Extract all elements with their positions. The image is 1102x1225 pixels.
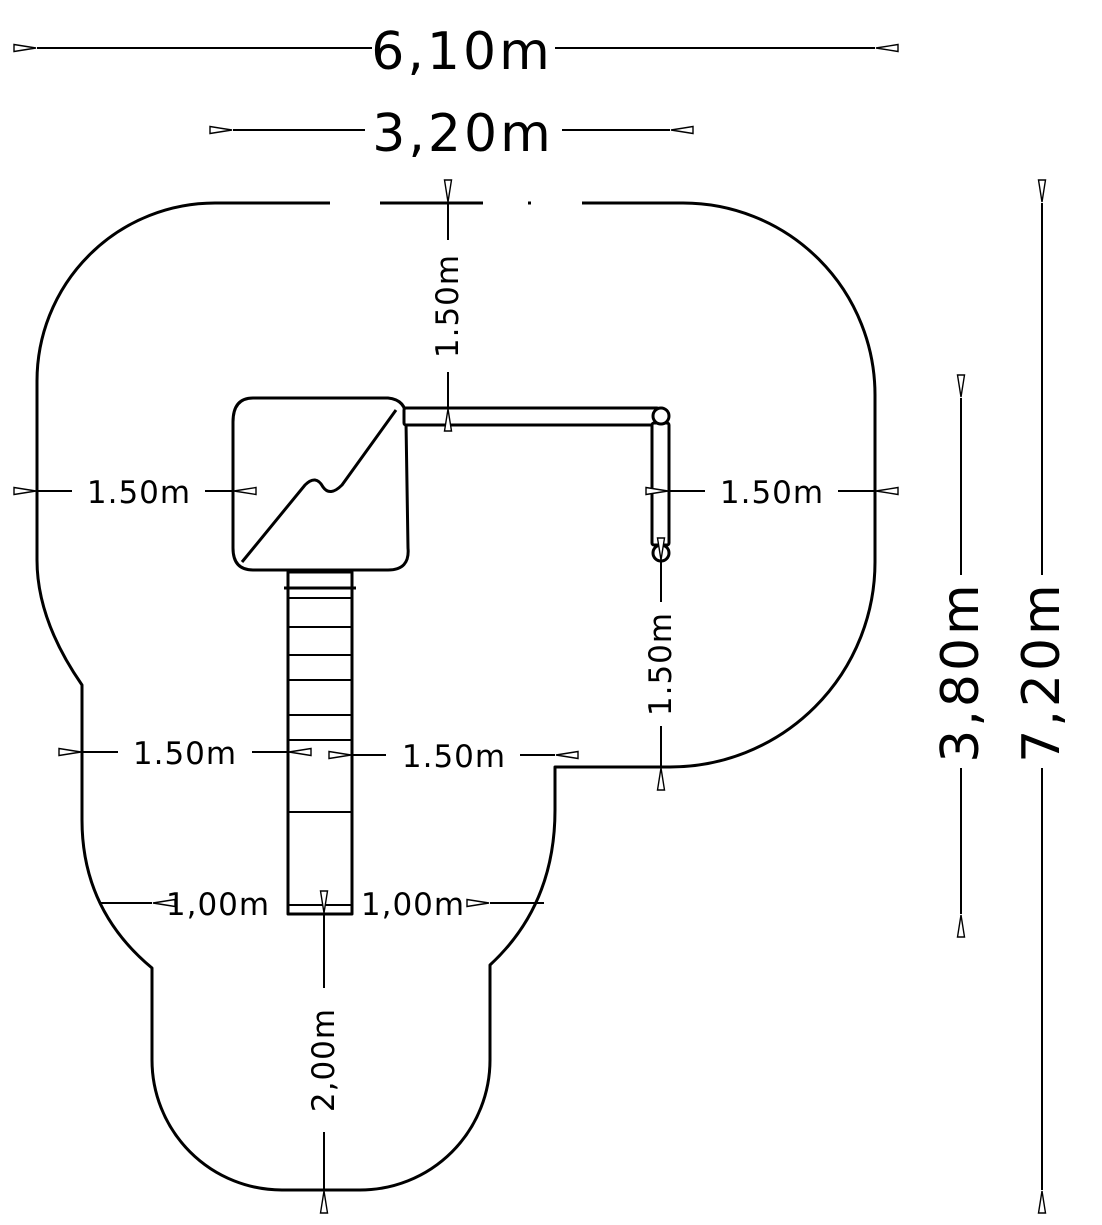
top-clearance-dimension: 1.50m	[430, 179, 466, 432]
left-clearance-dimension: 1.50m	[13, 475, 257, 511]
overall-depth-dimension: 7,20m	[1012, 179, 1072, 1214]
slide-left-clearance-label: 1.50m	[133, 736, 237, 772]
slide-ladder	[284, 570, 356, 916]
overall-width-label: 6,10m	[371, 22, 552, 82]
left-clearance-label: 1.50m	[87, 475, 191, 511]
horizontal-bar	[402, 406, 671, 563]
slide-left-clearance-dimension: 1.50m	[58, 736, 312, 772]
right-clearance-label: 1.50m	[720, 475, 824, 511]
top-clearance-label: 1.50m	[430, 254, 466, 358]
bar-clearance-label: 1.50m	[643, 612, 679, 716]
slide-right-clearance-label: 1.50m	[402, 739, 506, 775]
exit-right-label: 1,00m	[361, 887, 465, 923]
structure-width-dimension: 3,20m	[209, 104, 694, 164]
right-clearance-dimension: 1.50m	[645, 475, 899, 511]
structure-depth-dimension: 3,80m	[931, 374, 991, 938]
slide-right-clearance-dimension: 1.50m	[328, 739, 579, 775]
exit-length-dimension: 2,00m	[306, 890, 342, 1214]
exit-right-dimension: 1,00m	[361, 887, 544, 923]
exit-left-label: 1,00m	[166, 887, 270, 923]
safety-zone-outline	[35, 201, 877, 1192]
play-tower	[231, 396, 410, 572]
overall-width-dimension: 6,10m	[13, 22, 899, 82]
bar-clearance-dimension: 1.50m	[643, 537, 679, 791]
structure-depth-label: 3,80m	[931, 581, 991, 762]
exit-length-label: 2,00m	[306, 1008, 342, 1112]
structure-width-label: 3,20m	[372, 104, 553, 164]
exit-left-dimension: 1,00m	[100, 887, 270, 923]
overall-depth-label: 7,20m	[1012, 581, 1072, 762]
